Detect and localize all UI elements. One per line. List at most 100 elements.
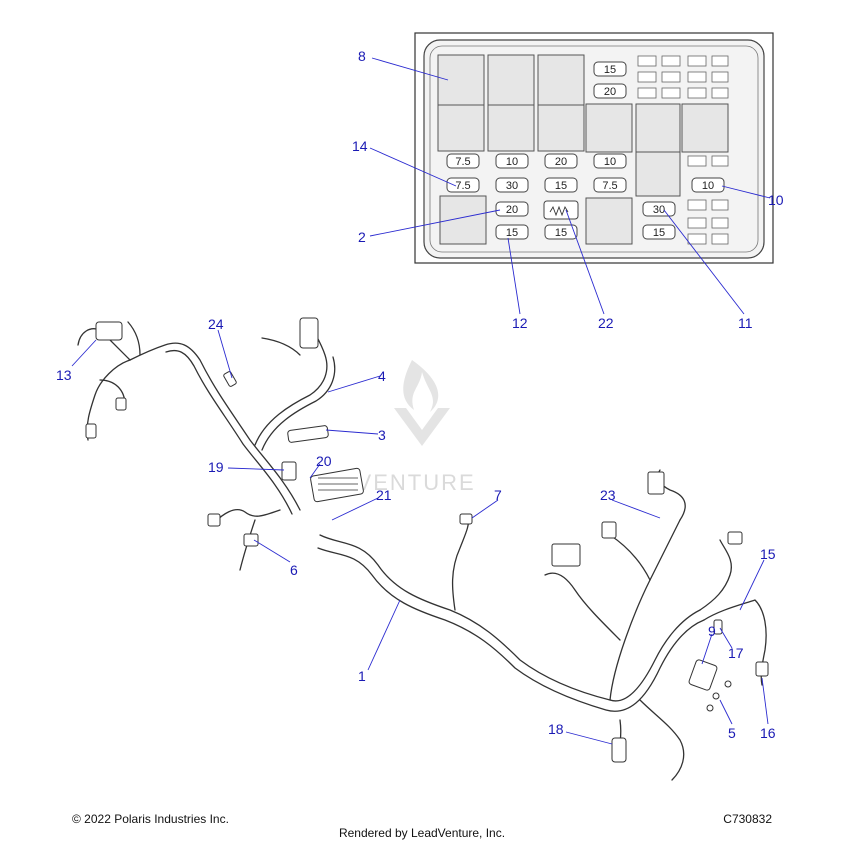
- connector: [95, 321, 123, 341]
- callout-18: 18: [548, 721, 564, 737]
- fuse: 15: [544, 224, 578, 240]
- harness-parts: [85, 317, 769, 763]
- clip-24: [223, 371, 237, 387]
- connector: [207, 513, 221, 527]
- screw-5: [712, 692, 720, 700]
- callout-16: 16: [760, 725, 776, 741]
- fuse-value: 15: [555, 227, 567, 239]
- copyright-text: © 2022 Polaris Industries Inc.: [72, 812, 229, 826]
- fuse: 10: [495, 153, 529, 169]
- leader-lines: [71, 57, 771, 745]
- grommet-9: [688, 659, 718, 691]
- screw-5: [706, 704, 714, 712]
- fuse-box-20: [310, 467, 364, 503]
- connector: [85, 423, 97, 439]
- callout-24: 24: [208, 316, 224, 332]
- relay: [437, 104, 485, 152]
- callout-3: 3: [378, 427, 386, 443]
- screw-5: [724, 680, 732, 688]
- callout-10: 10: [768, 192, 784, 208]
- fuse-value: 20: [604, 86, 616, 98]
- relay: [487, 54, 535, 106]
- circuit-breaker: [543, 200, 579, 220]
- fuse-value: 10: [604, 156, 616, 168]
- fuse-value: 7.5: [455, 156, 470, 168]
- connector-19: [281, 461, 297, 481]
- callout-5: 5: [728, 725, 736, 741]
- callout-15: 15: [760, 546, 776, 562]
- callout-6: 6: [290, 562, 298, 578]
- fuse-value: 15: [604, 64, 616, 76]
- fuse-value: 20: [506, 204, 518, 216]
- fuse-value: 15: [653, 227, 665, 239]
- relay: [439, 195, 487, 245]
- callout-17: 17: [728, 645, 744, 661]
- connector-7: [459, 513, 473, 525]
- relay: [635, 151, 681, 197]
- callout-8: 8: [358, 48, 366, 64]
- callout-19: 19: [208, 459, 224, 475]
- fuse-value: 15: [555, 180, 567, 192]
- relay: [437, 54, 485, 106]
- fuse: 15: [642, 224, 676, 240]
- connector: [299, 317, 319, 349]
- callout-12: 12: [512, 315, 528, 331]
- connector: [727, 531, 743, 545]
- fuse: 30: [495, 177, 529, 193]
- connector-23: [601, 521, 617, 539]
- fuse: 10: [691, 177, 725, 193]
- callout-9: 9: [708, 623, 716, 639]
- connector-18: [611, 737, 627, 763]
- callout-21: 21: [376, 487, 392, 503]
- fuse: 7.5: [446, 153, 480, 169]
- module-3: [287, 425, 329, 443]
- fuse: 7.5: [593, 177, 627, 193]
- fuse: 15: [544, 177, 578, 193]
- fuse-value: 15: [506, 227, 518, 239]
- fuse-value: 10: [702, 180, 714, 192]
- fuse: 20: [495, 201, 529, 217]
- fuse-value: 20: [555, 156, 567, 168]
- fuse-value: 30: [506, 180, 518, 192]
- relay: [537, 54, 585, 106]
- relay: [537, 104, 585, 152]
- fuse: 20: [544, 153, 578, 169]
- fuse-value: 7.5: [455, 180, 470, 192]
- callout-4: 4: [378, 368, 386, 384]
- diagram-id: C730832: [723, 812, 772, 826]
- connector-16: [755, 661, 769, 677]
- fuse: 15: [495, 224, 529, 240]
- fuse-value: 7.5: [602, 180, 617, 192]
- relay: [487, 104, 535, 152]
- callout-7: 7: [494, 487, 502, 503]
- fuse: 20: [593, 83, 627, 99]
- fuse-box-inset: 15 20 7.5 10 20 10 7.5 30 15 7.5 10 20 3…: [414, 32, 774, 264]
- connector-23: [647, 471, 665, 495]
- clip-17: [713, 619, 723, 635]
- connector-6: [243, 533, 259, 547]
- relay: [635, 103, 681, 153]
- callout-13: 13: [56, 367, 72, 383]
- callout-14: 14: [352, 138, 368, 154]
- callout-labels: 8 14 2 10 12 22 11 24 13 4 3 19 20 21 7 …: [56, 48, 784, 741]
- fuse: 15: [593, 61, 627, 77]
- relay: [681, 103, 729, 153]
- relay: [585, 103, 633, 153]
- callout-23: 23: [600, 487, 616, 503]
- callout-1: 1: [358, 668, 366, 684]
- callout-22: 22: [598, 315, 614, 331]
- rendered-by-text: Rendered by LeadVenture, Inc.: [338, 826, 506, 840]
- wiring-harness: [77, 321, 767, 781]
- callout-2: 2: [358, 229, 366, 245]
- connector: [115, 397, 127, 411]
- fuse-value: 30: [653, 204, 665, 216]
- callout-11: 11: [738, 315, 753, 331]
- fuse: 7.5: [446, 177, 480, 193]
- callout-20: 20: [316, 453, 332, 469]
- relay: [585, 197, 633, 245]
- connector: [551, 543, 581, 567]
- fuse: 30: [642, 201, 676, 217]
- fuse: 10: [593, 153, 627, 169]
- fuse-value: 10: [506, 156, 518, 168]
